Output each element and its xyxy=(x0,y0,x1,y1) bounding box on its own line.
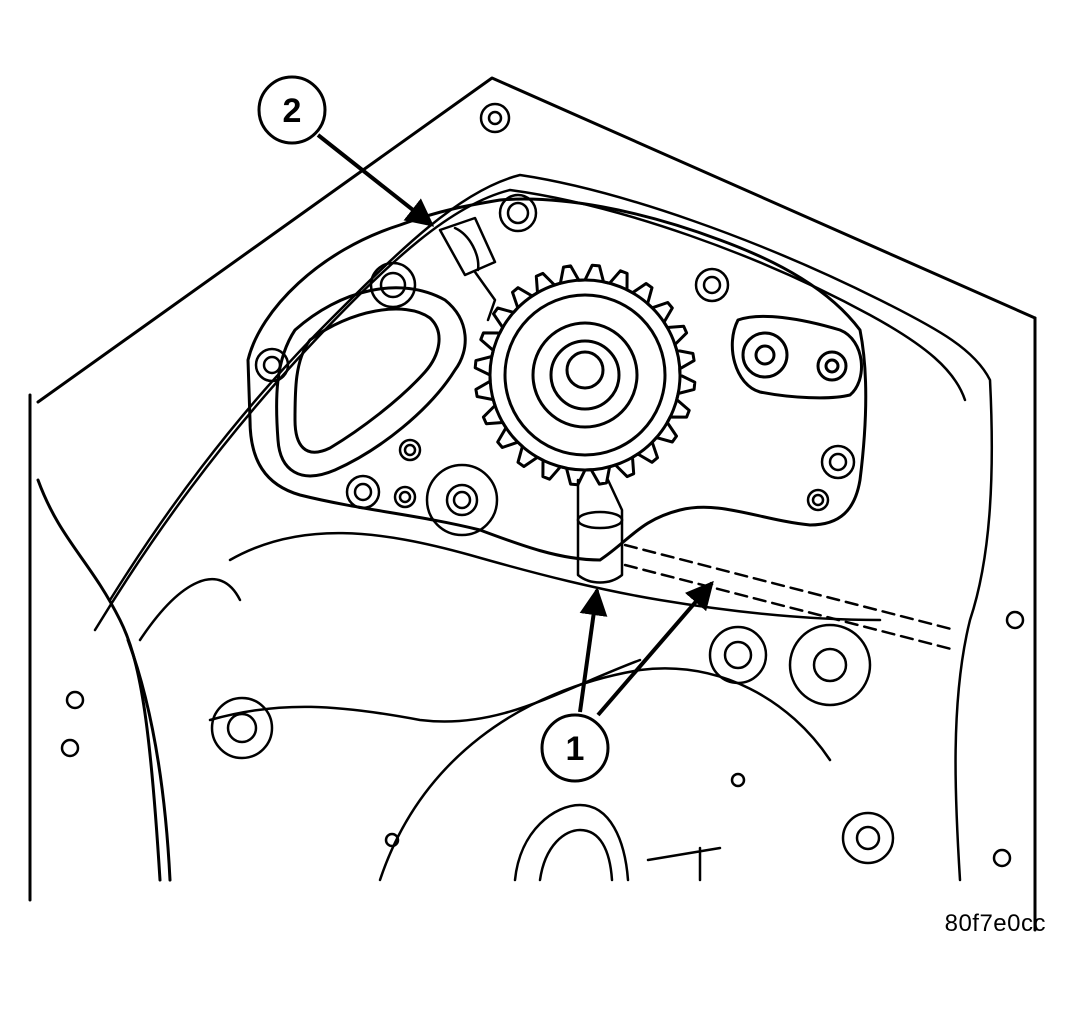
pump-outlet-pipe xyxy=(576,478,624,584)
water-pump-housing xyxy=(246,197,868,562)
callout-1-arrow-left xyxy=(578,587,608,713)
dowel-right-lower xyxy=(806,488,830,512)
callout-1-label: 1 xyxy=(566,730,585,768)
pump-bolts xyxy=(254,193,856,537)
sprocket-teeth xyxy=(473,263,697,487)
callout-2: 2 xyxy=(257,75,435,227)
bolt-lower-left xyxy=(345,474,381,510)
bolt-right-top xyxy=(694,267,730,303)
bolt-left xyxy=(254,347,290,383)
figure-id: 80f7e0cc xyxy=(944,910,1046,937)
bolt-right-lower xyxy=(820,444,856,480)
dowel-left-mid xyxy=(398,438,422,462)
sprocket-tooth-profile xyxy=(473,263,697,487)
callout-1-arrow-right xyxy=(596,580,714,717)
callout-2-circle xyxy=(257,75,327,145)
callout-1-circle xyxy=(540,713,610,783)
engine-block-outline xyxy=(28,76,1037,932)
callout-2-label: 2 xyxy=(283,92,302,130)
hidden-passage-dashed xyxy=(623,543,957,652)
boss-lower-center xyxy=(425,463,499,537)
timing-cover-flange xyxy=(93,173,994,882)
callout-2-arrow xyxy=(316,133,435,227)
bypass-fitting xyxy=(438,216,497,322)
tensioner-bracket xyxy=(730,314,863,400)
callout-1: 1 xyxy=(540,580,714,783)
bolt-upper-left xyxy=(369,261,417,309)
dowel-lower-left xyxy=(393,485,417,509)
lower-housing-details xyxy=(60,531,1025,882)
top-mount-hole xyxy=(479,102,511,134)
bolt-top xyxy=(498,193,538,233)
